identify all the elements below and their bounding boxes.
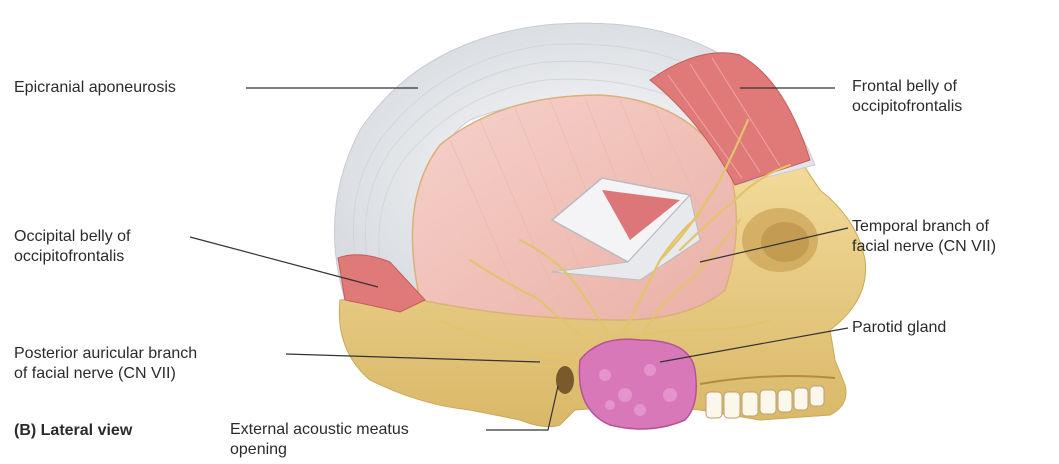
- label-temporal-branch-line2: facial nerve (CN VII): [852, 237, 996, 257]
- label-posterior-auricular: Posterior auricular branch of facial ner…: [14, 344, 197, 384]
- label-epicranial-aponeurosis: Epicranial aponeurosis: [14, 78, 176, 98]
- label-external-meatus-line1: External acoustic meatus: [230, 420, 409, 440]
- label-temporal-branch-line1: Temporal branch of: [852, 217, 996, 237]
- label-occipital-belly-line1: Occipital belly of: [14, 227, 131, 247]
- label-temporal-branch: Temporal branch of facial nerve (CN VII): [852, 217, 996, 257]
- label-posterior-auricular-line1: Posterior auricular branch: [14, 344, 197, 364]
- figure-caption: (B) Lateral view: [14, 421, 132, 441]
- label-posterior-auricular-line2: of facial nerve (CN VII): [14, 364, 197, 384]
- label-frontal-belly: Frontal belly of occipitofrontalis: [852, 77, 962, 117]
- label-frontal-belly-line1: Frontal belly of: [852, 77, 962, 97]
- label-parotid-gland: Parotid gland: [852, 318, 946, 338]
- label-external-acoustic-meatus: External acoustic meatus opening: [230, 420, 409, 460]
- label-occipital-belly-line2: occipitofrontalis: [14, 247, 131, 267]
- external-acoustic-meatus: [556, 366, 574, 394]
- label-occipital-belly: Occipital belly of occipitofrontalis: [14, 227, 131, 267]
- label-frontal-belly-line2: occipitofrontalis: [852, 97, 962, 117]
- label-external-meatus-line2: opening: [230, 440, 409, 460]
